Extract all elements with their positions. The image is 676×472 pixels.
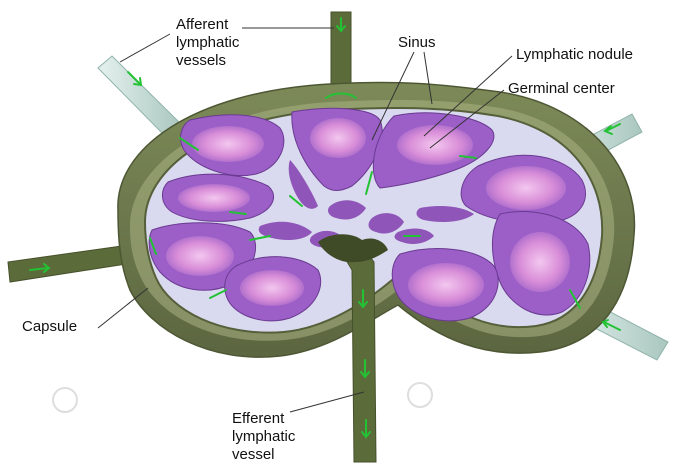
label-germinal-center: Germinal center xyxy=(508,80,615,98)
label-efferent-lymphatic-vessel: Efferent lymphatic vessel xyxy=(232,410,295,464)
label-lymphatic-nodule: Lymphatic nodule xyxy=(516,46,633,64)
label-line: Efferent xyxy=(232,410,295,428)
leader-afferent-left xyxy=(120,34,170,62)
label-line: Afferent xyxy=(176,16,239,34)
leader-capsule xyxy=(98,288,148,328)
label-line: lymphatic xyxy=(232,428,295,446)
label-afferent-lymphatic-vessels: Afferent lymphatic vessels xyxy=(176,16,239,70)
label-line: vessels xyxy=(176,52,239,70)
label-line: lymphatic xyxy=(176,34,239,52)
label-line: vessel xyxy=(232,446,295,464)
afferent-vessel-upper-left xyxy=(98,56,182,139)
label-sinus: Sinus xyxy=(398,34,436,52)
label-capsule: Capsule xyxy=(22,318,77,336)
